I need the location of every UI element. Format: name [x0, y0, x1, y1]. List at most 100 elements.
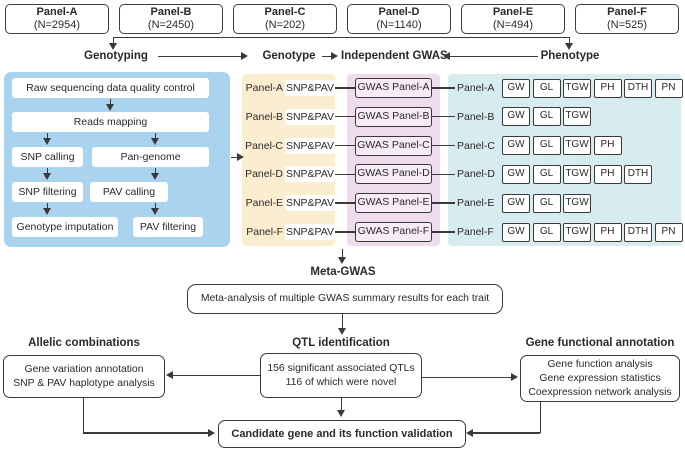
gwas-panel-c-box: GWAS Panel-C — [355, 135, 432, 156]
trait-box: PN — [654, 222, 683, 242]
panel-e-card: Panel-E (N=494) — [461, 4, 565, 34]
meta-analysis-text: Meta-analysis of multiple GWAS summary r… — [200, 293, 490, 304]
phenotype-panel-label: Panel-C — [457, 139, 495, 152]
arrow-down-icon — [336, 410, 345, 417]
arrow-right-icon — [331, 51, 338, 60]
gwas-panel-d-box: GWAS Panel-D — [355, 164, 432, 185]
phenotype-panel — [448, 74, 681, 246]
snp-pav-box: SNP&PAV — [285, 224, 335, 240]
arrow-down-icon — [105, 104, 114, 111]
arrow-down-icon — [42, 173, 51, 180]
arrow-right-icon — [208, 428, 215, 437]
qtl-identification-box: 156 significant associated QTLs 116 of w… — [260, 353, 422, 398]
trait-box: DTH — [624, 222, 652, 242]
arrow-right-icon — [236, 153, 244, 162]
trait-box: TGW — [563, 78, 591, 98]
step-raw-sequencing-qc: Raw sequencing data quality control — [12, 78, 209, 98]
trait-box: DTH — [624, 164, 652, 184]
trait-box: GL — [532, 78, 561, 98]
pipeline-line — [154, 168, 156, 174]
panel-f-name: Panel-F — [607, 6, 647, 18]
genotype-panel-label: Panel-C — [245, 139, 283, 152]
trait-box: GL — [532, 136, 561, 156]
panel-b-n: (N=2450) — [147, 19, 195, 31]
step-genotype-imputation: Genotype imputation — [12, 217, 118, 237]
snp-pav-box: SNP&PAV — [285, 166, 335, 183]
connector-line — [335, 202, 355, 204]
arrow-right-icon — [241, 51, 248, 60]
trait-box: DTH — [624, 78, 652, 98]
arrow-down-icon — [150, 173, 159, 180]
gwas-panel-f-box: GWAS Panel-F — [355, 222, 432, 242]
trait-box: PH — [593, 136, 622, 156]
trait-box: PH — [593, 78, 622, 98]
connector-line — [432, 231, 455, 233]
snp-pav-box: SNP&PAV — [285, 195, 335, 212]
header-genotyping: Genotyping — [84, 50, 148, 62]
gene-line-3: Coexpression network analysis — [528, 386, 672, 398]
phenotype-panel-label: Panel-D — [457, 168, 495, 181]
trait-box: TGW — [563, 107, 591, 127]
panel-b-card: Panel-B (N=2450) — [119, 4, 223, 34]
gene-elbow-hline — [473, 432, 540, 434]
trait-box: GW — [502, 193, 530, 213]
arrow-down-icon — [42, 138, 51, 145]
panel-e-name: Panel-E — [492, 6, 534, 18]
arrow-down-icon — [338, 257, 346, 264]
qtl-identification-title: QTL identification — [292, 337, 390, 349]
arrow-right-icon — [511, 373, 518, 382]
panel-f-n: (N=525) — [606, 19, 648, 31]
phenotype-panel-label: Panel-E — [457, 197, 495, 210]
arrow-genotyping-to-panels-line — [230, 157, 237, 159]
panel-b-name: Panel-B — [150, 6, 192, 18]
trait-box: GW — [502, 164, 530, 184]
trait-box: PH — [593, 164, 622, 184]
trait-box: PN — [654, 78, 683, 98]
arrow-qtl-to-candidate-line — [340, 398, 342, 411]
arrow-phenotype-to-gwas-line — [450, 55, 538, 57]
meta-gwas-label: Meta-GWAS — [310, 266, 376, 278]
gwas-panel-a-box: GWAS Panel-A — [355, 78, 432, 98]
gwas-panel-b-box: GWAS Panel-B — [355, 106, 432, 127]
arrow-qtl-to-gene-line — [422, 377, 511, 379]
connector-line — [335, 144, 355, 147]
trait-box: TGW — [563, 136, 591, 156]
panel-c-card: Panel-C (N=202) — [233, 4, 337, 34]
arrow-down-icon — [150, 138, 159, 145]
snp-pav-box: SNP&PAV — [285, 80, 335, 96]
header-genotype: Genotype — [262, 50, 316, 62]
trait-box: GL — [532, 222, 561, 242]
connector-line — [432, 144, 455, 147]
allelic-line-1: Gene variation annotation — [24, 363, 144, 375]
pipeline-line — [46, 133, 48, 139]
trait-box: PH — [593, 222, 622, 242]
arrow-qtl-to-allelic-line — [173, 375, 260, 377]
step-pan-genome: Pan-genome — [92, 147, 209, 167]
panel-a-name: Panel-A — [36, 6, 78, 18]
connector-line — [432, 173, 455, 176]
step-reads-mapping: Reads mapping — [12, 112, 209, 132]
trunk-line — [113, 37, 570, 39]
pipeline-line — [154, 133, 156, 139]
step-snp-calling: SNP calling — [12, 147, 83, 167]
pipeline-line — [46, 168, 48, 174]
genotype-panel-label: Panel-F — [246, 226, 283, 238]
arrow-down-icon — [338, 328, 346, 335]
trait-box: GW — [502, 78, 530, 98]
arrow-left-icon — [443, 51, 450, 60]
arrow-to-meta-line — [342, 249, 344, 258]
arrow-down-phenotype-icon — [565, 43, 573, 50]
trunk-drop-right — [569, 37, 571, 44]
arrow-left-icon — [466, 428, 473, 437]
header-phenotype: Phenotype — [540, 50, 600, 62]
panel-d-card: Panel-D (N=1140) — [347, 4, 451, 34]
trait-box: TGW — [563, 222, 591, 242]
connector-line — [432, 87, 455, 89]
connector-line — [432, 116, 455, 118]
panel-a-card: Panel-A (N=2954) — [5, 4, 109, 34]
